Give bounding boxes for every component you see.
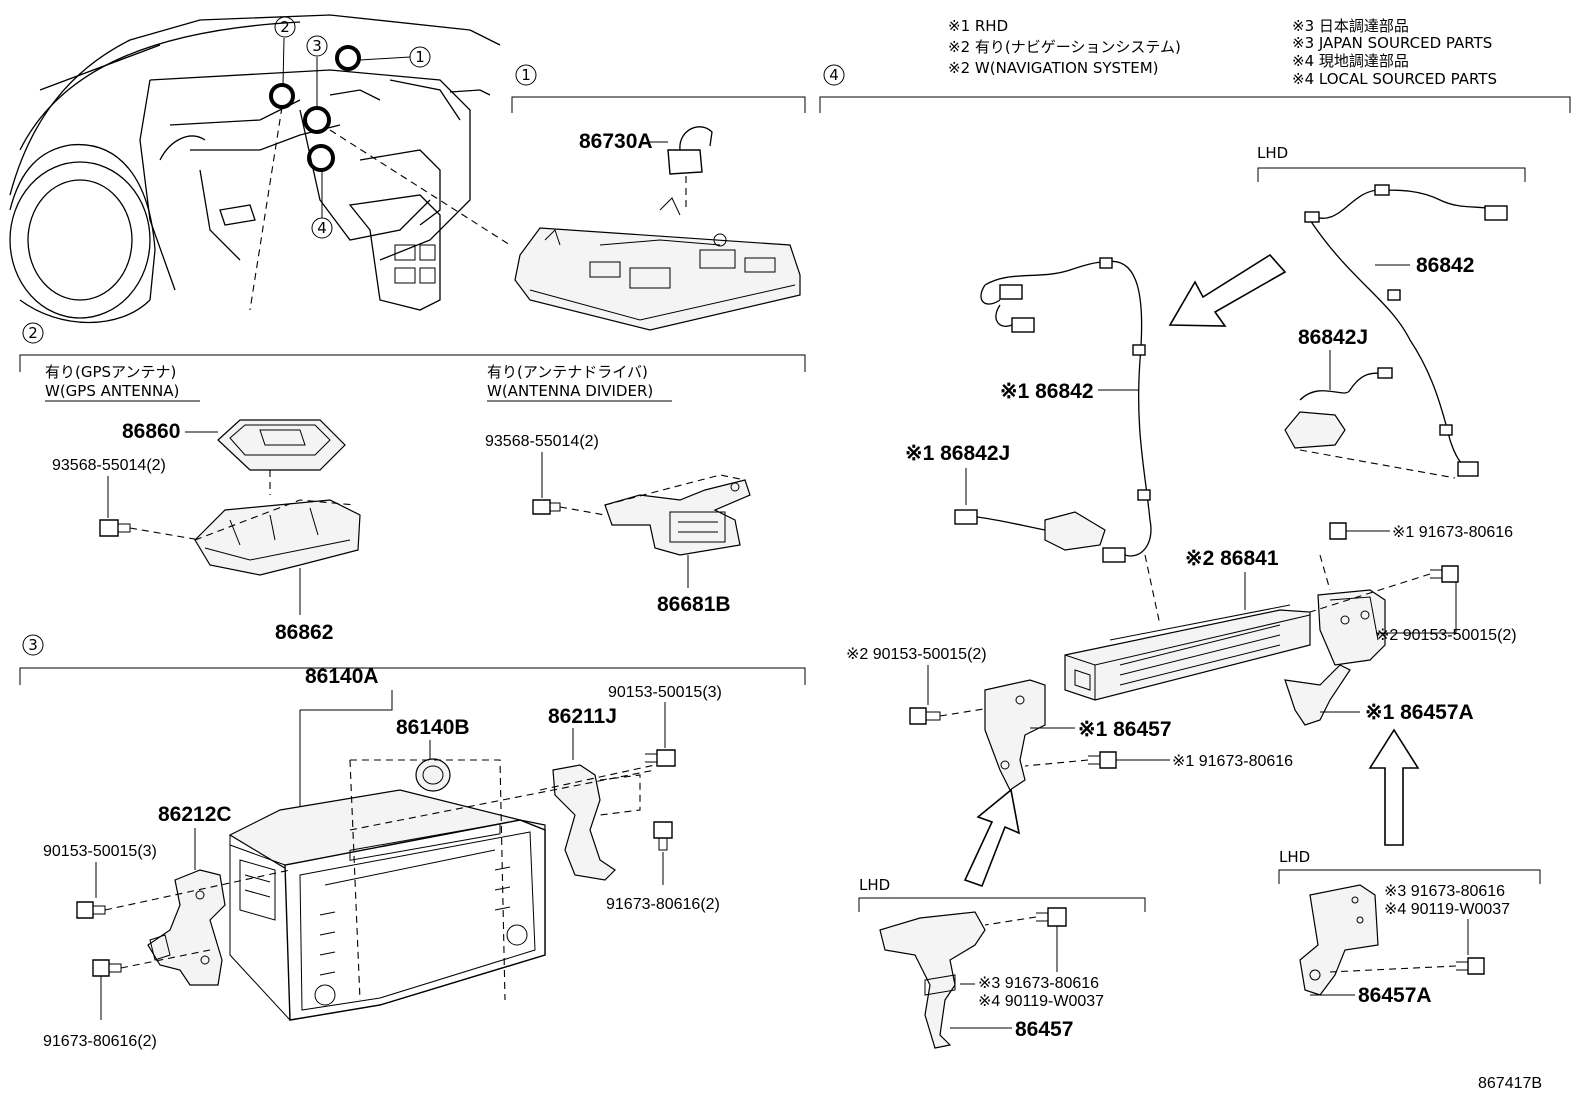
direction-arrow-left xyxy=(963,788,1021,888)
connector-86842-rhd xyxy=(1011,317,1035,333)
note-local-en: ※4 LOCAL SOURCED PARTS xyxy=(1292,70,1497,88)
note-nav-en: ※2 W(NAVIGATION SYSTEM) xyxy=(948,59,1159,77)
part-86681B-label: 86681B xyxy=(657,593,731,616)
callout-3-car: 3 xyxy=(312,37,322,55)
section-4-number: 4 xyxy=(829,66,839,84)
part-86457A-rhd-bracket xyxy=(1317,589,1386,666)
part-86730A xyxy=(514,227,801,331)
note-local-jp: ※4 現地調達部品 xyxy=(1292,52,1409,70)
callout-2-car: 2 xyxy=(280,18,290,36)
part-86457-rhd-label: ※1 86457 xyxy=(1078,718,1172,741)
bolt-91673-lhd-j3 xyxy=(1047,907,1067,927)
part-86212C xyxy=(147,869,226,986)
part-93568-55014-a-label: 93568-55014(2) xyxy=(52,457,166,474)
part-91673-80616-j3a-label: ※3 91673-80616 xyxy=(978,975,1099,992)
section-2-number: 2 xyxy=(28,324,38,342)
direction-arrow-right xyxy=(1368,728,1420,846)
gps-antenna-en: W(GPS ANTENNA) xyxy=(45,382,179,400)
bolt-90153-rhd-a xyxy=(1441,565,1459,583)
connector-86842-lhd xyxy=(1484,205,1508,221)
part-86457A-rhd xyxy=(1284,664,1351,726)
section-4: 4 LHD 86842 86842J xyxy=(819,64,1571,1049)
part-86842J-rhd xyxy=(1044,511,1106,551)
part-86730A-label: 86730A xyxy=(579,130,653,153)
lhd-label-left: LHD xyxy=(859,876,890,894)
part-86140A-label: 86140A xyxy=(305,665,379,688)
part-90153-50015-r2-label: ※2 90153-50015(2) xyxy=(1376,627,1517,644)
part-90153-50015-l2-label: ※2 90153-50015(2) xyxy=(846,646,987,663)
part-91673-80616-r2-label: ※1 91673-80616 xyxy=(1172,753,1293,770)
lhd-label-right: LHD xyxy=(1279,848,1310,866)
part-86457A-lhd xyxy=(1299,884,1379,996)
lhd-label-harness: LHD xyxy=(1257,144,1288,162)
bolt-91673-rhd-b xyxy=(1099,751,1117,769)
part-86841 xyxy=(1064,604,1311,701)
part-86457-lhd-label: 86457 xyxy=(1015,1018,1073,1041)
bolt-93568-a xyxy=(99,519,119,537)
part-86212C-label: 86212C xyxy=(158,803,232,826)
section-3: 3 86140A 86140B 86211J xyxy=(19,634,806,1050)
direction-arrow-upper xyxy=(1168,253,1287,327)
antenna-divider-jp: 有り(アンテナドライバ) xyxy=(487,363,648,381)
bolt-90153-a xyxy=(656,749,676,767)
callout-1-car: 1 xyxy=(415,48,425,66)
note-nav-jp: ※2 有り(ナビゲーションシステム) xyxy=(948,38,1181,56)
part-90153-50015-3b-label: 90153-50015(3) xyxy=(43,843,157,860)
note-japan-jp: ※3 日本調達部品 xyxy=(1292,17,1409,35)
bolt-93568-b xyxy=(532,499,551,515)
part-86211J xyxy=(552,764,616,881)
part-86842-lhd-label: 86842 xyxy=(1416,254,1474,277)
part-86457-rhd xyxy=(984,679,1046,791)
part-86862 xyxy=(194,499,361,576)
part-86457-lhd xyxy=(879,911,986,1049)
note-rhd: ※1 RHD xyxy=(948,17,1008,35)
antenna-divider-en: W(ANTENNA DIVIDER) xyxy=(487,382,653,400)
part-90119-W0037-j4a-label: ※4 90119-W0037 xyxy=(978,993,1104,1010)
section-2: 2 有り(GPSアンテナ) W(GPS ANTENNA) 有り(アンテナドライバ… xyxy=(19,322,806,644)
legend-notes: ※1 RHD ※2 有り(ナビゲーションシステム) ※2 W(NAVIGATIO… xyxy=(948,17,1497,88)
part-86842J-lhd-label: 86842J xyxy=(1298,326,1368,349)
gps-antenna-jp: 有り(GPSアンテナ) xyxy=(45,363,176,381)
bolt-90153-lhd-a xyxy=(909,707,927,725)
bolt-90119-lhd xyxy=(1467,957,1485,975)
section-1-number: 1 xyxy=(521,66,531,84)
callout-4-car: 4 xyxy=(317,219,327,237)
figure-id: 867417B xyxy=(1478,1075,1542,1092)
part-86457A-lhd-label: 86457A xyxy=(1358,984,1432,1007)
part-91673-80616-r1-label: ※1 91673-80616 xyxy=(1392,524,1513,541)
part-86681B xyxy=(604,479,751,556)
bolt-90153-b xyxy=(76,901,94,919)
part-90119-W0037-j4b-label: ※4 90119-W0037 xyxy=(1384,901,1510,918)
section-1: 1 86730A xyxy=(511,64,806,331)
part-86140B-label: 86140B xyxy=(396,716,470,739)
part-86842-rhd-label: ※1 86842 xyxy=(1000,380,1094,403)
bolt-91673-a xyxy=(653,821,673,839)
part-86841-label: ※2 86841 xyxy=(1185,547,1279,570)
part-91673-80616-j3b-label: ※3 91673-80616 xyxy=(1384,883,1505,900)
part-86842J-rhd-label: ※1 86842J xyxy=(905,442,1010,465)
part-93568-55014-b-label: 93568-55014(2) xyxy=(485,433,599,450)
bolt-91673-b xyxy=(92,959,110,977)
part-86842J-lhd xyxy=(1284,411,1346,449)
part-86457A-rhd-label: ※1 86457A xyxy=(1365,701,1474,724)
vehicle-interior-overview: 1 2 3 4 xyxy=(9,14,511,324)
part-86211J-label: 86211J xyxy=(548,705,617,728)
section-3-number: 3 xyxy=(28,636,38,654)
bolt-91673-rhd-a xyxy=(1329,522,1347,540)
part-91673-80616-2b-label: 91673-80616(2) xyxy=(43,1033,157,1050)
note-japan-en: ※3 JAPAN SOURCED PARTS xyxy=(1292,34,1492,52)
part-86862-label: 86862 xyxy=(275,621,333,644)
part-86860-label: 86860 xyxy=(122,420,180,443)
part-90153-50015-3a-label: 90153-50015(3) xyxy=(608,684,722,701)
part-91673-80616-2a-label: 91673-80616(2) xyxy=(606,896,720,913)
part-86140A xyxy=(228,789,546,1021)
part-86140B xyxy=(415,758,451,792)
